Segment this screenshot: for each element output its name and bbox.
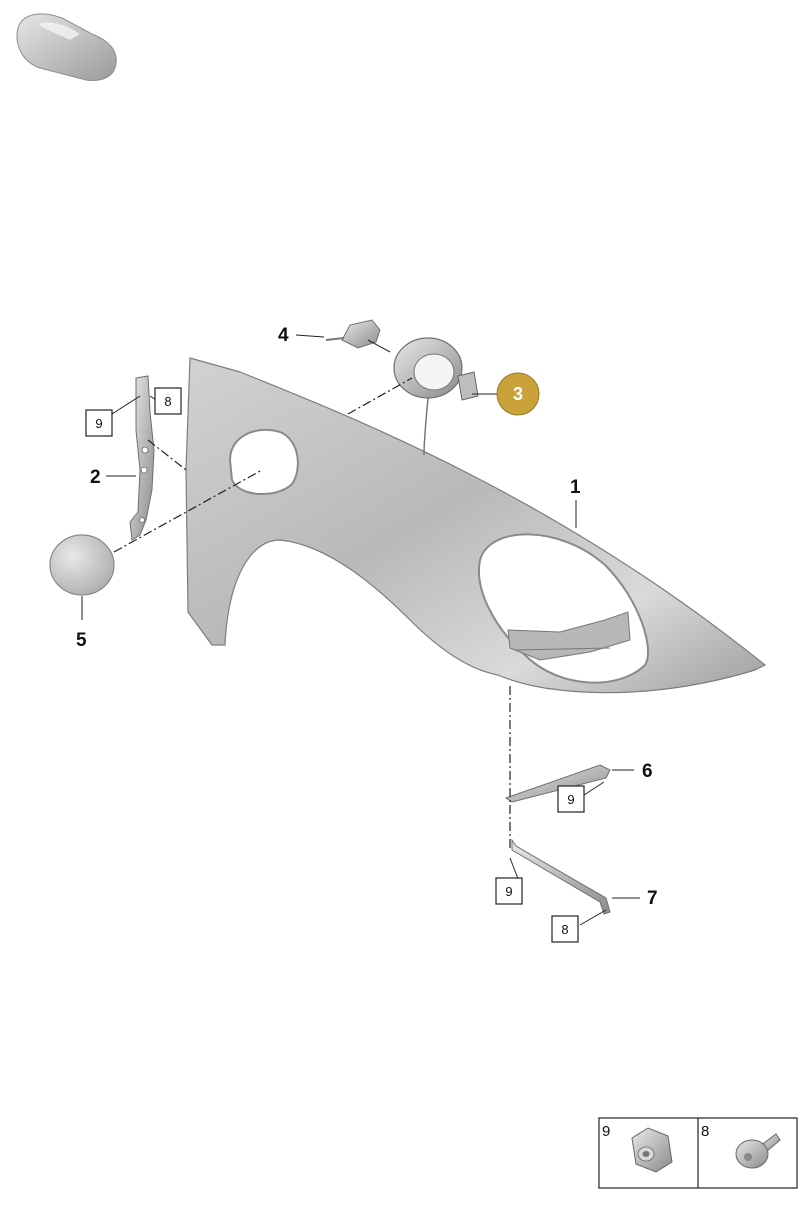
assembly-lines [113,377,511,850]
callout-6: 6 [642,761,653,782]
fender-part[interactable] [185,357,767,694]
lower-trim-part[interactable] [511,838,611,915]
bracket-part[interactable] [129,375,155,541]
svg-text:9: 9 [567,792,574,807]
torx-screw-icon [735,1133,781,1169]
svg-text:9: 9 [95,416,102,431]
ref-box-9-bracket[interactable]: 9 [85,409,113,437]
legend-screw-number: 8 [701,1123,709,1140]
legend-nut-number: 9 [602,1123,610,1140]
callout-4: 4 [278,325,289,346]
svg-text:8: 8 [561,922,568,937]
callout-3-highlight[interactable]: 3 [496,372,540,416]
callout-5: 5 [76,630,87,651]
callout-7: 7 [647,888,658,909]
ref-box-9-upper-trim[interactable]: 9 [557,785,585,813]
hardware-legend: 9 8 [598,1117,798,1189]
car-thumbnail-icon [16,13,117,81]
filler-cap-part[interactable] [49,534,115,596]
svg-text:8: 8 [164,394,171,409]
callout-3: 3 [513,384,523,404]
callout-1: 1 [570,477,581,498]
fuel-filler-flap-part[interactable] [393,337,479,456]
flap-lock-part[interactable] [325,319,381,349]
flange-nut-icon [631,1127,673,1173]
ref-box-8-bracket[interactable]: 8 [154,387,182,415]
svg-text:9: 9 [505,884,512,899]
callout-2: 2 [90,467,101,488]
ref-box-9-lower-trim[interactable]: 9 [495,877,523,905]
upper-trim-part[interactable] [504,764,611,803]
ref-box-8-lower-trim[interactable]: 8 [551,915,579,943]
